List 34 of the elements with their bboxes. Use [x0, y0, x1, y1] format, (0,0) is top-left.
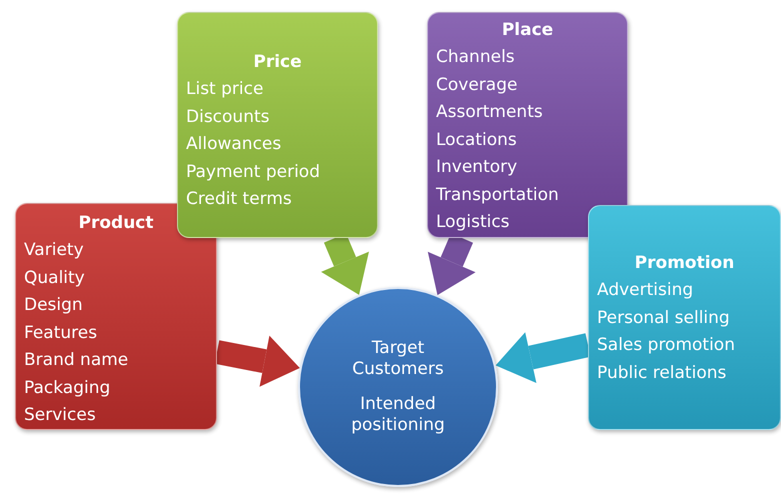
card-heading: Price: [252, 51, 303, 74]
card-heading: Place: [500, 19, 554, 42]
list-item: Features: [24, 322, 98, 344]
circle-text: Intended positioning: [350, 394, 446, 436]
list-item: Variety: [24, 239, 85, 262]
list-item: Personal selling: [597, 306, 731, 330]
circle-text: Target Customers: [351, 338, 445, 380]
list-item: Channels: [436, 46, 516, 69]
list-item: Payment period: [186, 160, 321, 184]
list-item: Design: [24, 294, 84, 317]
list-item: Discounts: [186, 106, 270, 128]
list-item: List price: [186, 78, 264, 101]
list-item: Allowances: [186, 133, 282, 156]
list-item: Services: [24, 404, 97, 427]
list-item: Transportation: [436, 184, 560, 206]
list-item: Locations: [436, 128, 518, 152]
card-heading: Product: [78, 212, 154, 235]
category-card: [177, 12, 378, 238]
list-item: Packaging: [24, 376, 112, 400]
list-item: Coverage: [436, 74, 518, 96]
card-heading: Promotion: [634, 252, 736, 275]
list-item: Inventory: [436, 156, 518, 179]
category-card: [15, 203, 217, 430]
list-item: Logistics: [436, 211, 511, 234]
list-item: Advertising: [597, 279, 694, 302]
list-item: Credit terms: [186, 188, 293, 211]
category-card: [427, 12, 628, 238]
category-card: [588, 205, 781, 430]
list-item: Brand name: [24, 349, 130, 372]
block-arrow: [214, 336, 300, 387]
list-item: Assortments: [436, 101, 544, 124]
list-item: Public relations: [597, 362, 728, 384]
list-item: Quality: [24, 266, 86, 290]
list-item: Sales promotion: [597, 334, 736, 357]
